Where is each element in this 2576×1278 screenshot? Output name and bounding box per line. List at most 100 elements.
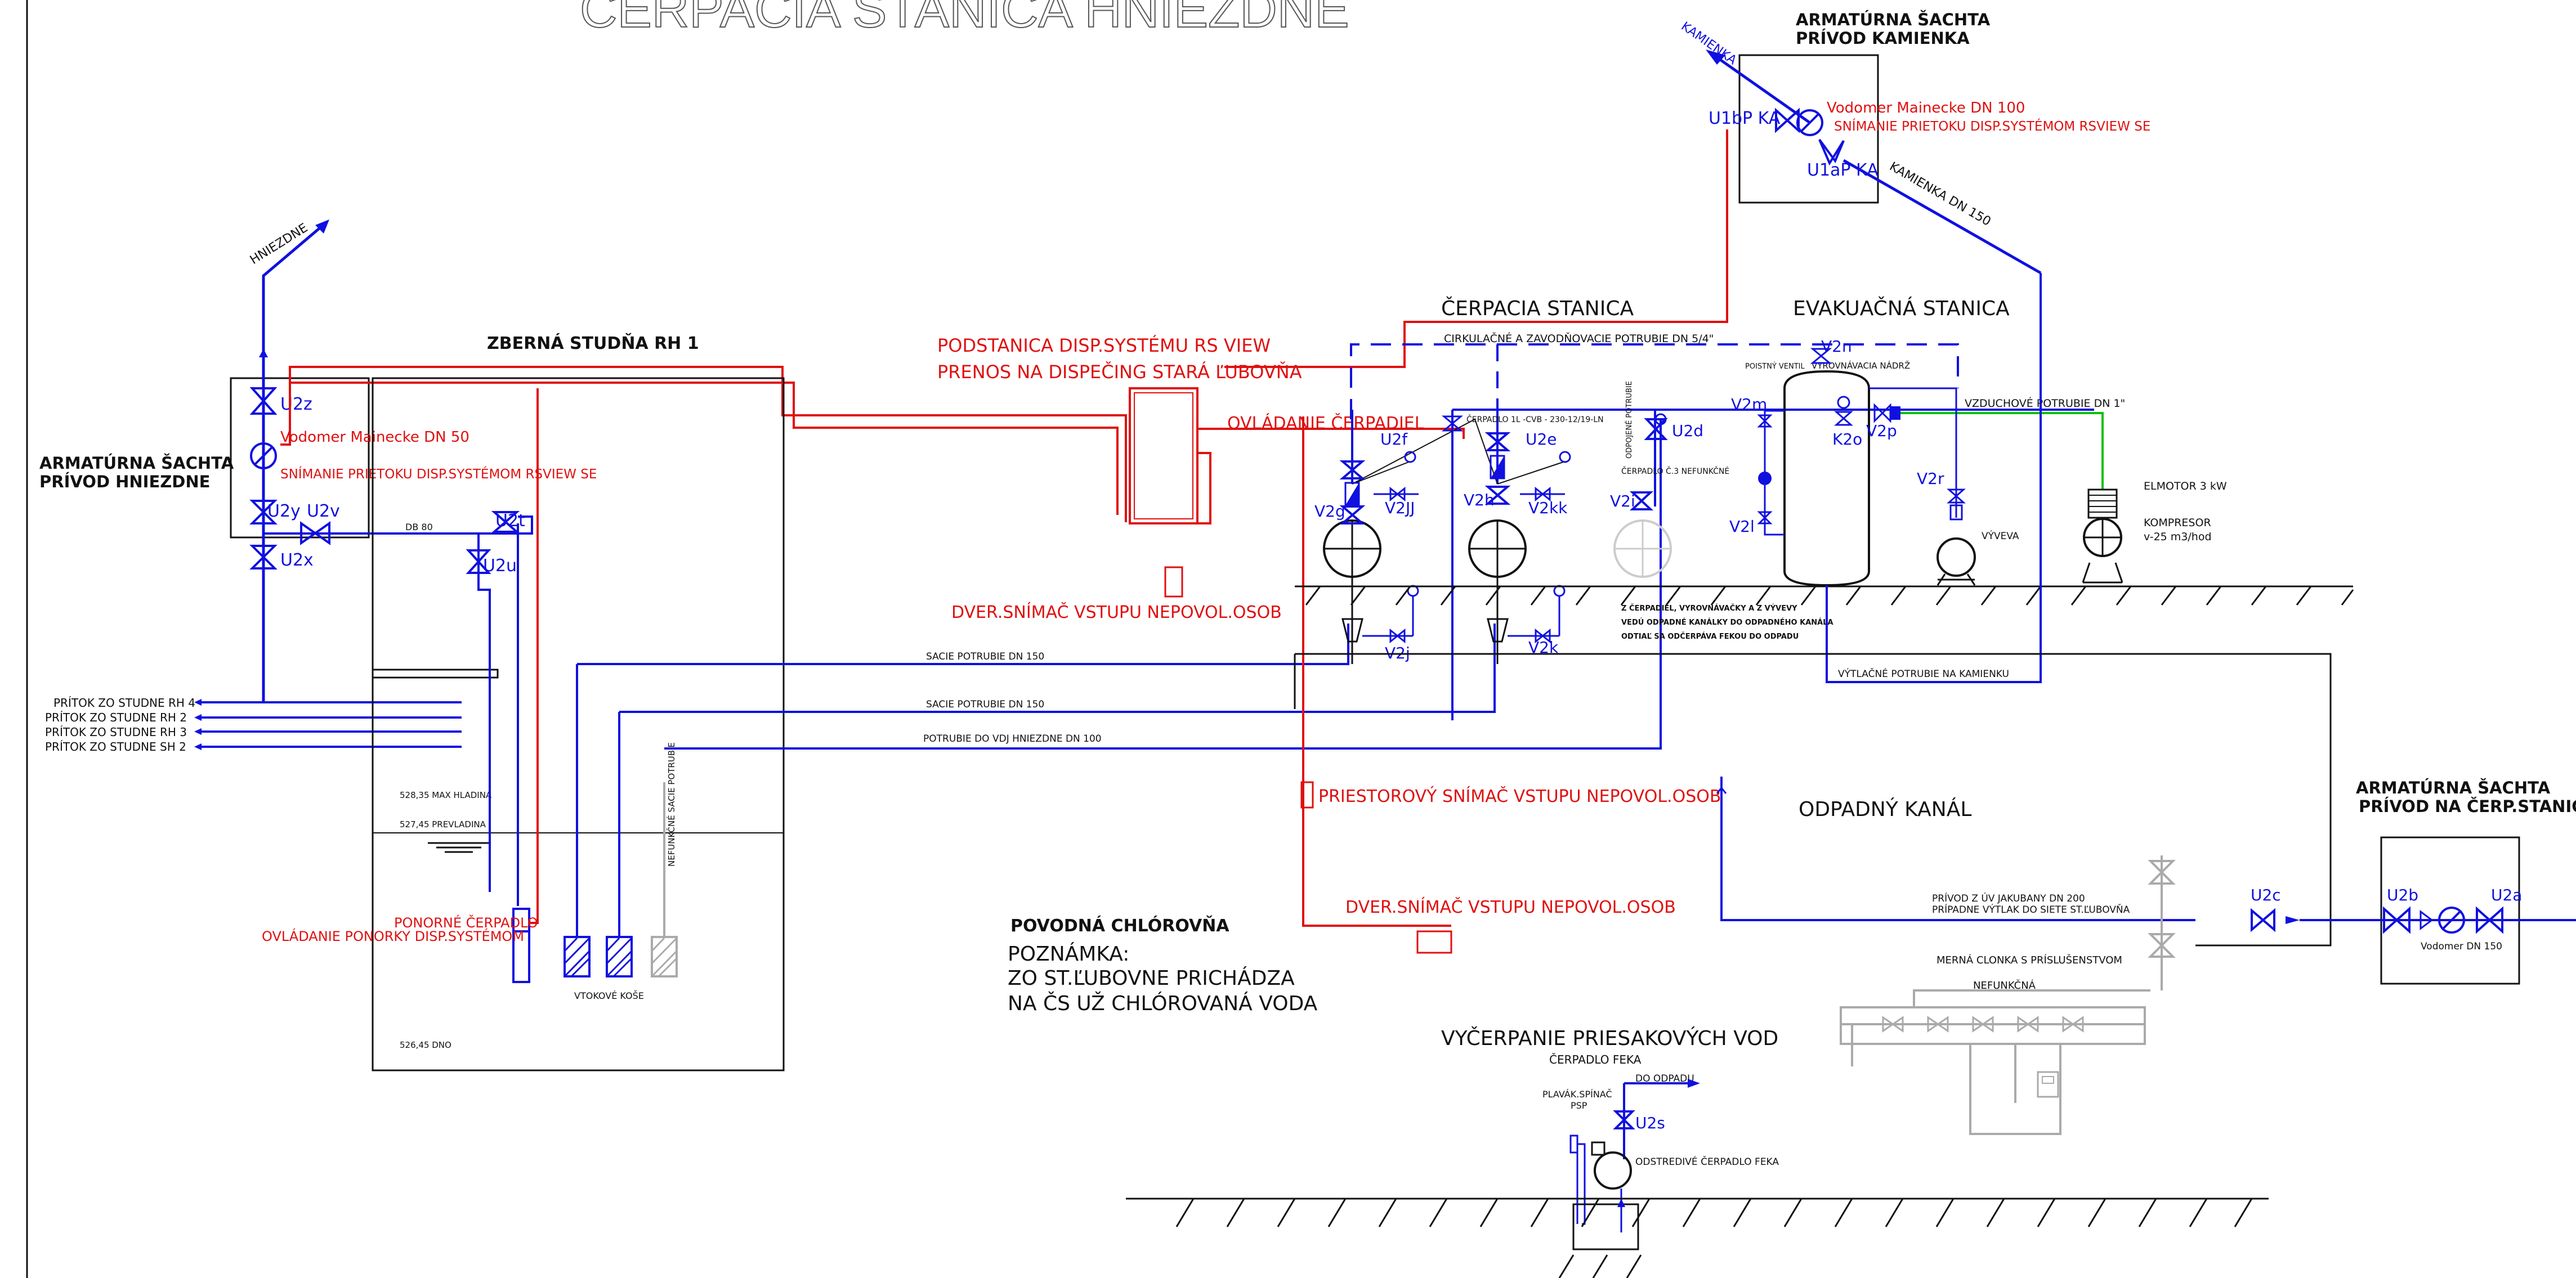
valve-u2y-label: U2y bbox=[267, 501, 301, 521]
valve-v2l-icon bbox=[1757, 511, 1773, 524]
podstanica-label-2: PRENOS NA DISPEČING STARÁ ĽUBOVŇA bbox=[937, 361, 1302, 383]
drawing-title: ČERPACIA STANICA HNIEZDNE bbox=[580, 0, 1349, 38]
ground-line-upper bbox=[1295, 585, 2354, 606]
poznamka-label-3: NA ČS UŽ CHLÓROVANÁ VODA bbox=[1008, 992, 1318, 1015]
vyveva-label: VÝVEVA bbox=[1982, 530, 2019, 542]
valve-u2d-icon bbox=[1644, 418, 1668, 440]
valve-v2k-icon bbox=[1535, 628, 1551, 644]
vzduchove-label: VZDUCHOVÉ POTRUBIE DN 1" bbox=[1965, 397, 2125, 410]
valve-v2p-label: V2p bbox=[1866, 421, 1897, 440]
valve-v2kk-icon bbox=[1535, 486, 1551, 502]
valve-gray-top-icon bbox=[2148, 860, 2176, 885]
cerpadlo-c3-label: ČERPADLO Č.3 NEFUNKČNÉ bbox=[1621, 466, 1729, 476]
sachta-kamienka: ARMATÚRNA ŠACHTA PRÍVOD KAMIENKA KAMIENK… bbox=[1679, 10, 2150, 275]
odpojene-label: ODPOJENÉ POTRUBIE bbox=[1625, 381, 1634, 459]
priestorovy-snimac-label: PRIESTOROVÝ SNÍMAČ VSTUPU NEPOVOL.OSOB bbox=[1318, 786, 1721, 806]
vtokovy-kos-1-icon bbox=[564, 936, 591, 977]
poistny-ventil-label: POISTNÝ VENTIL bbox=[1745, 362, 1805, 371]
evakuacna-stanica: EVAKUAČNÁ STANICA VYROVNÁVACIA NÁDRŽ POI… bbox=[1729, 273, 2227, 683]
sachta-kamienka-title-1: ARMATÚRNA ŠACHTA bbox=[1796, 10, 1991, 29]
db80-label: DB 80 bbox=[405, 522, 433, 532]
podstanica-label-1: PODSTANICA DISP.SYSTÉMU RS VIEW bbox=[937, 335, 1271, 356]
valve-u2u-icon bbox=[466, 549, 491, 574]
valve-u2f-icon bbox=[1339, 460, 1366, 479]
valve-v2h-label: V2h bbox=[1464, 491, 1495, 509]
snimanie-ka-label: SNÍMANIE PRIETOKU DISP.SYSTÉMOM RSVIEW S… bbox=[1834, 118, 2150, 134]
valve-u2e-label: U2e bbox=[1526, 430, 1557, 449]
valve-u2t-icon bbox=[491, 511, 520, 533]
zberna-studna-title: ZBERNÁ STUDŇA RH 1 bbox=[487, 333, 699, 353]
valve-v2jj-icon bbox=[1389, 486, 1406, 502]
do-odpadu-label: DO ODPADU bbox=[1635, 1073, 1694, 1084]
pritok-lines: PRÍTOK ZO STUDNE RH 4 PRÍTOK ZO STUDNE R… bbox=[45, 696, 462, 754]
valve-u2x-label: U2x bbox=[280, 550, 314, 570]
vodomer-hn-label: Vodomer Mainecke DN 50 bbox=[280, 429, 469, 446]
pritok-rh2-label: PRÍTOK ZO STUDNE RH 2 bbox=[45, 711, 187, 724]
pritok-rh3-label: PRÍTOK ZO STUDNE RH 3 bbox=[45, 725, 187, 739]
valve-u1b-icon bbox=[1775, 107, 1800, 133]
valve-v2p-icon bbox=[1873, 403, 1891, 423]
level-gauge-icon bbox=[1758, 472, 1772, 485]
sachta-cerp-stanicu: ARMATÚRNA ŠACHTA PRÍVOD NA ČERP.STANICU … bbox=[2300, 778, 2576, 985]
vodomer-dn150-label: Vodomer DN 150 bbox=[2421, 941, 2502, 952]
feka-sump bbox=[1572, 1203, 1639, 1250]
valve-u2z-icon bbox=[249, 387, 278, 415]
dno-label: 526,45 DNO bbox=[400, 1040, 451, 1050]
valve-v2jj-label: V2JJ bbox=[1385, 499, 1415, 517]
air-pipe bbox=[1900, 412, 2104, 490]
dver-snimac-1-icon bbox=[1164, 566, 1183, 598]
vyveva-icon bbox=[1937, 537, 1976, 577]
vycerpanie-block: VYČERPANIE PRIESAKOVÝCH VOD ČERPADLO FEK… bbox=[1441, 1026, 1779, 1250]
dver-snimac-2-label: DVER.SNÍMAČ VSTUPU NEPOVOL.OSOB bbox=[1345, 896, 1676, 917]
podstanica-cabinet bbox=[1129, 387, 1198, 524]
hniezdne-arrow-icon bbox=[315, 219, 329, 234]
valve-u1a-label: U1aP KA bbox=[1807, 160, 1879, 180]
poznamka-label-1: POZNÁMKA: bbox=[1008, 942, 1129, 966]
dver-snimac-1-label: DVER.SNÍMAČ VSTUPU NEPOVOL.OSOB bbox=[951, 602, 1282, 622]
evakuacna-stanica-title: EVAKUAČNÁ STANICA bbox=[1793, 297, 2010, 320]
nefunkcna-manifold bbox=[1840, 1006, 2146, 1045]
poznamka-label-2: ZO ST.ĽUBOVNE PRICHÁDZA bbox=[1008, 966, 1295, 990]
note-3: ODTIAĽ SA ODČERPÁVA FEKOU DO ODPADU bbox=[1621, 632, 1799, 641]
plavak-label-1: PLAVÁK.SPÍNAČ bbox=[1542, 1089, 1612, 1100]
ponorne-cerpadlo-label: PONORNÉ ČERPADLO bbox=[394, 914, 538, 931]
sachta-cerp-box bbox=[2380, 836, 2520, 985]
pritok-rh4-label: PRÍTOK ZO STUDNE RH 4 bbox=[53, 696, 195, 710]
valve-top-1-icon bbox=[1441, 415, 1464, 432]
signal-to-sensors bbox=[1302, 416, 1451, 927]
priestorovy-snimac-icon bbox=[1300, 781, 1314, 809]
gray-meter-icon bbox=[2037, 1071, 2059, 1098]
valve-v2g-label: V2g bbox=[1314, 502, 1345, 521]
valve-v2j-icon bbox=[1389, 628, 1406, 644]
potrubie-voj-label: POTRUBIE DO VDJ HNIEZDNE DN 100 bbox=[923, 733, 1102, 745]
valve-gray-mid-icon bbox=[2148, 933, 2176, 958]
privod-jakubany-label: PRÍVOD Z ÚV JAKUBANY DN 200 bbox=[1932, 892, 2085, 904]
note-2: VEDÚ ODPADNÉ KANÁLKY DO ODPADNÉHO KANÁLA bbox=[1621, 618, 1833, 627]
sachta-cerp-title-2: PRÍVOD NA ČERP.STANICU bbox=[2359, 797, 2576, 816]
signal-line-hniezdne bbox=[280, 366, 1127, 522]
valve-u2a-icon bbox=[2476, 906, 2503, 934]
valve-u2u-label: U2u bbox=[483, 556, 517, 576]
vtokovy-kos-2-icon bbox=[606, 936, 633, 977]
valve-v2g-icon bbox=[1339, 505, 1366, 524]
elmotor-label: ELMOTOR 3 kW bbox=[2144, 480, 2227, 492]
do-odpadu-arrow-icon bbox=[1688, 1079, 1700, 1088]
valve-k2o-icon bbox=[1834, 411, 1853, 426]
ovladanie-ponorky-label: OVLÁDANIE PONORKY DISP.SYSTÉMOM bbox=[262, 928, 524, 944]
ground-line-lower bbox=[1126, 1198, 2269, 1278]
odpadny-kanal: ODPADNÝ KANÁL U2c PRÍVOD Z ÚV JAKUBANY D… bbox=[1294, 653, 2332, 1135]
cerpacia-stanica: ČERPACIA STANICA CIRKULAČNÉ A ZAVODŇOVAC… bbox=[1314, 297, 2094, 720]
plavak-spinac-icon bbox=[1569, 1134, 1578, 1154]
valve-u2v-icon bbox=[300, 521, 330, 545]
valve-v2i-label: V2i bbox=[1610, 492, 1635, 510]
poznamka-block: POVODNÁ CHLÓROVŇA POZNÁMKA: ZO ST.ĽUBOVN… bbox=[1008, 915, 1318, 1015]
plavak-label-2: PSP bbox=[1571, 1100, 1587, 1111]
dver-snimac-2-icon bbox=[1416, 930, 1452, 954]
cerpacia-stanica-title: ČERPACIA STANICA bbox=[1441, 297, 1634, 320]
valve-v2kk-label: V2kk bbox=[1528, 499, 1568, 517]
kamienka-arrow-label: KAMIENKA bbox=[1679, 19, 1739, 68]
kamienka-arrow-icon bbox=[1706, 50, 1725, 65]
feka-pump-icon bbox=[1594, 1151, 1632, 1190]
valve-u2e-icon bbox=[1484, 432, 1511, 451]
valve-u1a-icon bbox=[1818, 138, 1845, 166]
